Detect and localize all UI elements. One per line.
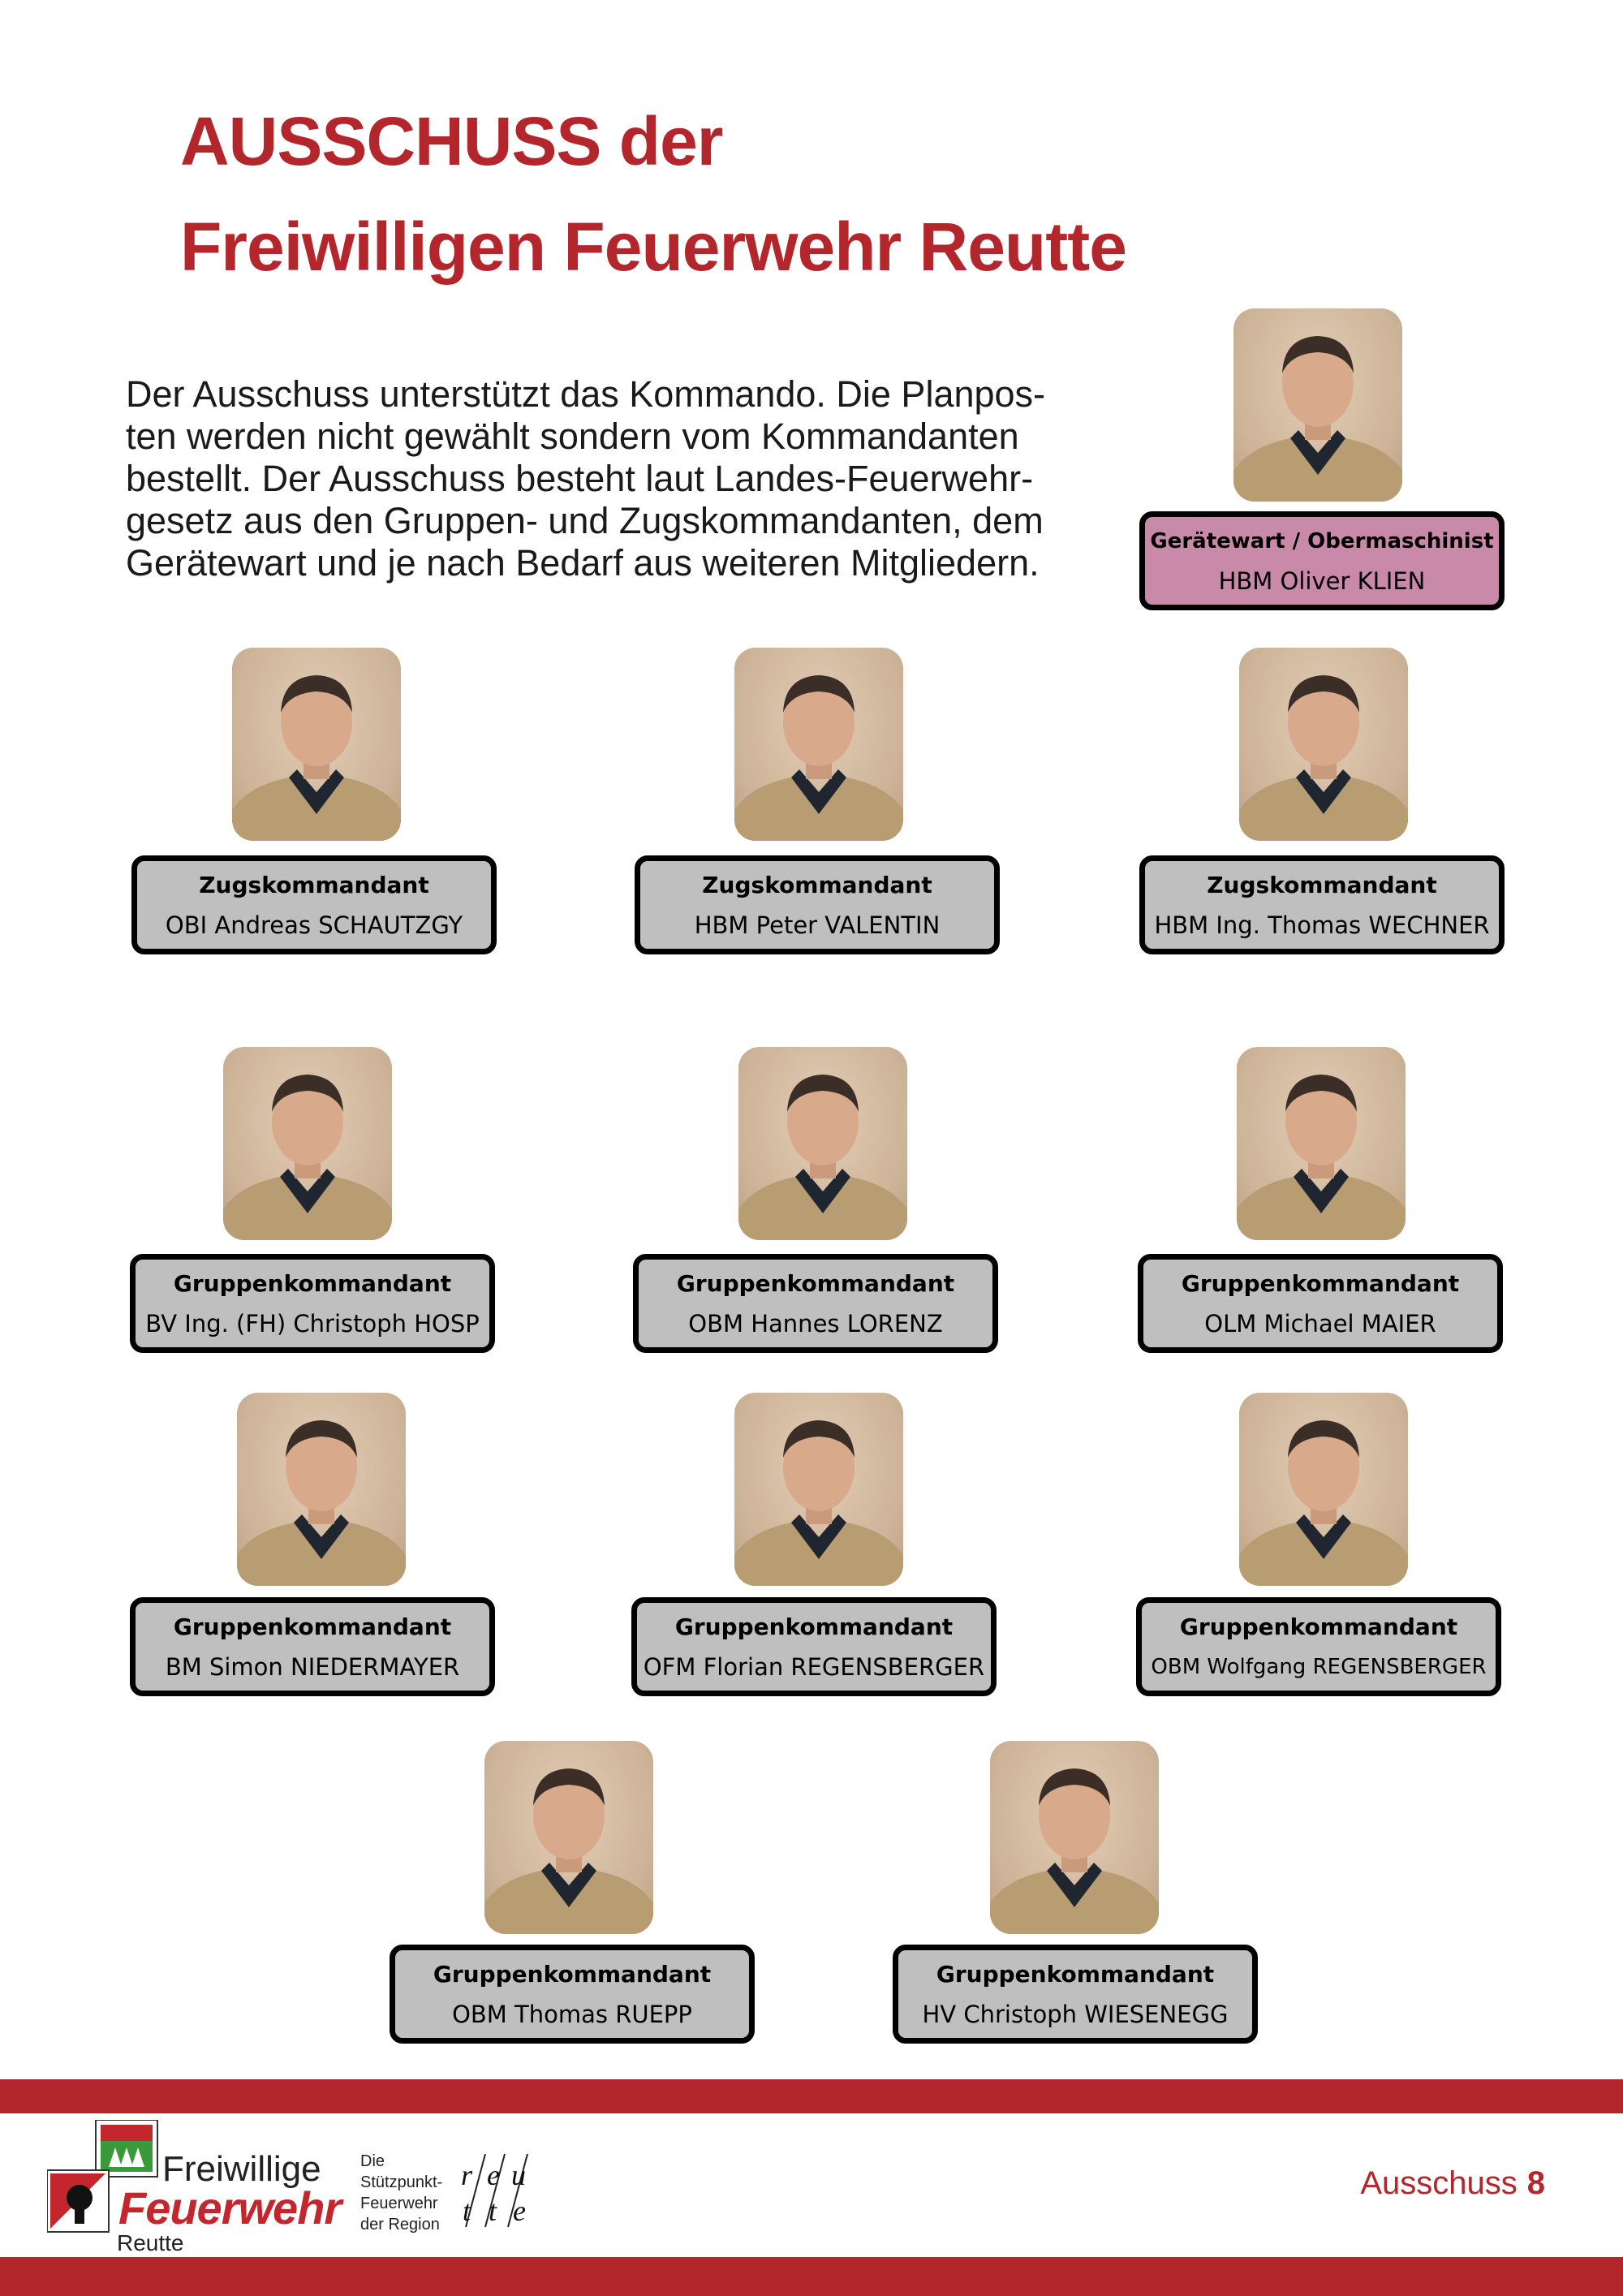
intro-line: Der Ausschuss unterstützt das Kommando. …	[126, 373, 1046, 415]
member-name: HBM Ing. Thomas WECHNER	[1154, 911, 1490, 939]
member-name: OBM Thomas RUEPP	[452, 2001, 692, 2028]
member-role: Zugskommandant	[1207, 872, 1437, 898]
feuerwehr-logo-icon	[47, 2120, 158, 2233]
person-silhouette-icon	[1237, 1075, 1406, 1240]
person-silhouette-icon	[1233, 336, 1402, 502]
member-name: HBM Oliver KLIEN	[1218, 567, 1426, 595]
member-photo	[223, 1047, 392, 1240]
intro-line: ten werden nicht gewählt sondern vom Kom…	[126, 416, 1019, 457]
stuetzpunkt-line: Stützpunkt-	[360, 2173, 443, 2191]
member-photo	[734, 648, 903, 841]
member-card: Gruppenkommandant OBM Wolfgang REGENSBER…	[1136, 1597, 1501, 1696]
person-silhouette-icon	[734, 675, 903, 841]
member-card: Gruppenkommandant OLM Michael MAIER	[1138, 1254, 1503, 1353]
member-name: OBM Hannes LORENZ	[688, 1310, 943, 1338]
member-role: Gruppenkommandant	[1181, 1270, 1460, 1297]
member-photo	[232, 648, 401, 841]
reutte-logo-letter: u	[511, 2159, 526, 2191]
logo-feuerwehr-text: Feuerwehr	[118, 2182, 342, 2234]
member-card: Gruppenkommandant OBM Thomas RUEPP	[390, 1945, 755, 2044]
member-name: HV Christoph WIESENEGG	[922, 2001, 1229, 2028]
member-role: Gruppenkommandant	[936, 1961, 1215, 1988]
member-photo	[1233, 308, 1402, 502]
member-role: Gruppenkommandant	[173, 1270, 452, 1297]
member-card: Gruppenkommandant OFM Florian REGENSBERG…	[631, 1597, 997, 1696]
reutte-region-logo-icon: r e u t t e	[461, 2153, 528, 2228]
member-name: BV Ing. (FH) Christoph HOSP	[145, 1310, 480, 1338]
member-card: Gruppenkommandant BM Simon NIEDERMAYER	[130, 1597, 495, 1696]
member-photo	[1239, 648, 1408, 841]
reutte-logo-letter: t	[463, 2195, 471, 2227]
member-card: Zugskommandant HBM Peter VALENTIN	[635, 855, 1000, 954]
member-name: BM Simon NIEDERMAYER	[165, 1653, 460, 1681]
member-photo	[237, 1393, 406, 1586]
stuetzpunkt-line: Feuerwehr	[360, 2195, 438, 2212]
logo-freiwillige-text: Freiwillige	[162, 2149, 321, 2189]
reutte-logo-letter: t	[489, 2195, 497, 2227]
page-title-line1: AUSSCHUSS der	[180, 103, 723, 179]
person-silhouette-icon	[237, 1420, 406, 1586]
member-photo	[990, 1741, 1159, 1934]
page-title-line2: Freiwilligen Feuerwehr Reutte	[180, 209, 1127, 285]
stuetzpunkt-line: der Region	[360, 2216, 440, 2234]
member-name: OLM Michael MAIER	[1204, 1310, 1436, 1338]
reutte-logo-letter: e	[513, 2195, 526, 2227]
member-photo	[734, 1393, 903, 1586]
footer-bar-top	[0, 2079, 1623, 2113]
section-label: Ausschuss	[1360, 2165, 1518, 2201]
stuetzpunkt-line: Die	[360, 2152, 385, 2170]
member-name: HBM Peter VALENTIN	[694, 911, 941, 939]
person-silhouette-icon	[223, 1075, 392, 1240]
person-silhouette-icon	[1239, 1420, 1408, 1586]
person-silhouette-icon	[738, 1075, 907, 1240]
member-name: OBM Wolfgang REGENSBERGER	[1151, 1655, 1487, 1679]
person-silhouette-icon	[232, 675, 401, 841]
member-name: OFM Florian REGENSBERGER	[643, 1653, 985, 1681]
intro-line: gesetz aus den Gruppen- und Zugskommanda…	[126, 500, 1044, 541]
reutte-logo-letter: e	[487, 2159, 500, 2191]
member-role: Zugskommandant	[702, 872, 932, 898]
member-name: OBI Andreas SCHAUTZGY	[165, 911, 463, 939]
member-card: Gruppenkommandant OBM Hannes LORENZ	[633, 1254, 998, 1353]
member-role: Zugskommandant	[199, 872, 429, 898]
member-photo	[484, 1741, 653, 1934]
member-role: Gruppenkommandant	[1179, 1613, 1458, 1640]
member-photo	[1239, 1393, 1408, 1586]
member-role: Gruppenkommandant	[676, 1270, 955, 1297]
reutte-logo-letter: r	[461, 2159, 473, 2191]
member-role: Gruppenkommandant	[674, 1613, 954, 1640]
member-card: Zugskommandant OBI Andreas SCHAUTZGY	[131, 855, 497, 954]
member-role: Gruppenkommandant	[173, 1613, 452, 1640]
logo-reutte-text: Reutte	[117, 2230, 184, 2255]
intro-line: bestellt. Der Ausschuss besteht laut Lan…	[126, 458, 1034, 499]
member-card: Gruppenkommandant BV Ing. (FH) Christoph…	[130, 1254, 495, 1353]
member-card: Zugskommandant HBM Ing. Thomas WECHNER	[1139, 855, 1505, 954]
member-role: Gerätewart / Obermaschinist	[1150, 529, 1494, 554]
stuetzpunkt-text: Die Stützpunkt- Feuerwehr der Region	[360, 2151, 442, 2235]
member-role: Gruppenkommandant	[433, 1961, 712, 1988]
person-silhouette-icon	[1239, 675, 1408, 841]
member-photo	[738, 1047, 907, 1240]
footer-bar-bottom	[0, 2257, 1623, 2296]
member-photo	[1237, 1047, 1406, 1240]
person-silhouette-icon	[990, 1768, 1159, 1934]
person-silhouette-icon	[734, 1420, 903, 1586]
intro-line: Gerätewart und je nach Bedarf aus weiter…	[126, 542, 1040, 584]
page-number: 8	[1526, 2165, 1545, 2201]
person-silhouette-icon	[484, 1768, 653, 1934]
intro-paragraph: Der Ausschuss unterstützt das Kommando. …	[126, 373, 1124, 584]
member-card: Gruppenkommandant HV Christoph WIESENEGG	[893, 1945, 1258, 2044]
member-card: Gerätewart / Obermaschinist HBM Oliver K…	[1139, 511, 1505, 610]
